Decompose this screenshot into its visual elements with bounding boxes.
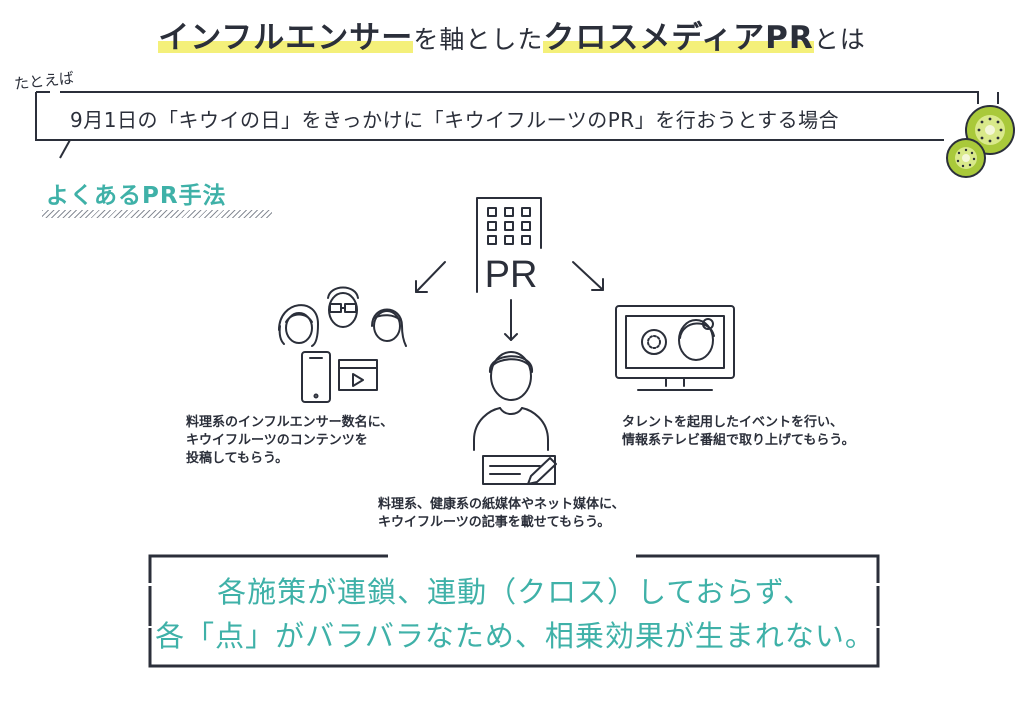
example-text: 9月1日の「キウイの日」をきっかけに「キウイフルーツのPR」を行おうとする場合: [70, 108, 840, 132]
caption-line: キウイフルーツの記事を載せてもらう。: [378, 515, 611, 530]
method-heading-underline: [42, 210, 272, 218]
conclusion: 各施策が連鎖、連動（クロス）しておらず、 各「点」がバラバラなため、相乗効果が生…: [150, 570, 880, 658]
title-highlight-1: インフルエンサー: [158, 20, 414, 56]
caption-line: キウイフルーツのコンテンツを: [186, 433, 368, 448]
caption-line: 投稿してもらう。: [186, 451, 289, 466]
caption-influencer: 料理系のインフルエンサー数名に、 キウイフルーツのコンテンツを 投稿してもらう。: [186, 414, 393, 468]
arrow-right-icon: [572, 261, 604, 291]
caption-line: 料理系のインフルエンサー数名に、: [186, 415, 394, 430]
arrow-down-icon: [504, 299, 518, 341]
conclusion-line-2: 各「点」がバラバラなため、相乗効果が生まれない。: [155, 619, 875, 653]
writer-icon: [473, 351, 557, 485]
building-icon: [476, 197, 542, 293]
caption-tv: タレントを起用したイベントを行い、 情報系テレビ番組で取り上げてもらう。: [622, 414, 855, 450]
smartphone-icon: [301, 351, 331, 403]
title-highlight-2: クロスメディアPR: [543, 20, 814, 56]
people-group-icon: [278, 286, 407, 347]
caption-line: 料理系、健康系の紙媒体やネット媒体に、: [378, 497, 625, 512]
caption-media: 料理系、健康系の紙媒体やネット媒体に、 キウイフルーツの記事を載せてもらう。: [378, 496, 625, 532]
conclusion-line-1: 各施策が連鎖、連動（クロス）しておらず、: [217, 575, 813, 609]
pr-label: PR: [485, 254, 538, 296]
video-player-icon: [338, 359, 378, 391]
caption-line: 情報系テレビ番組で取り上げてもらう。: [622, 433, 855, 448]
page-title: インフルエンサーを軸としたクロスメディアPRとは: [0, 12, 1024, 57]
title-connector: を軸とした: [413, 25, 544, 54]
title-suffix: とは: [813, 25, 866, 54]
caption-line: タレントを起用したイベントを行い、: [622, 415, 844, 430]
method-heading: よくあるPR手法: [46, 183, 227, 209]
kiwi-icon: [946, 105, 1015, 178]
tv-icon: [615, 305, 735, 391]
arrow-left-icon: [415, 261, 446, 293]
